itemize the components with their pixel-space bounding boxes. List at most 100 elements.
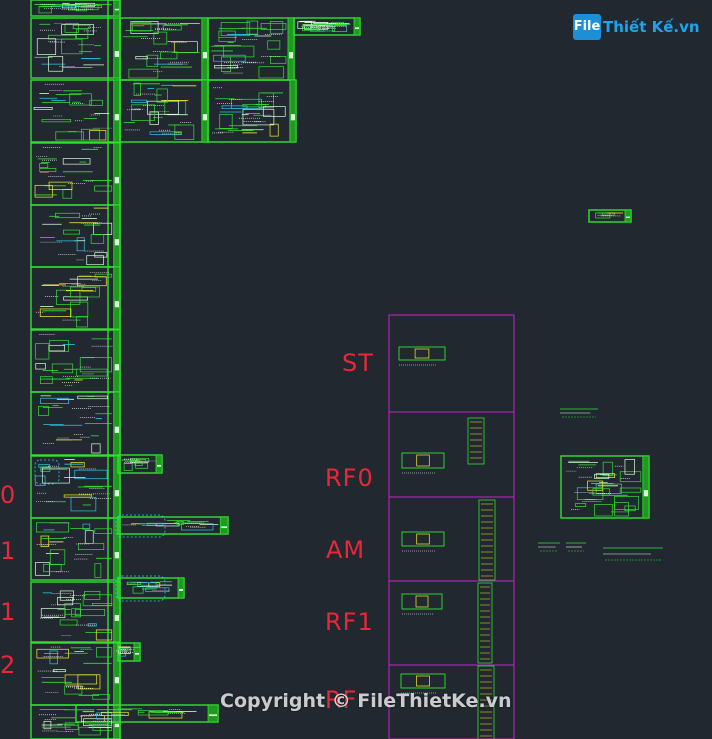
plan-core xyxy=(416,533,430,545)
detail-box xyxy=(146,54,159,67)
detail-box xyxy=(49,549,66,565)
title-block xyxy=(155,454,163,474)
detail-box xyxy=(70,496,97,512)
detail-box xyxy=(96,647,113,658)
detail-box xyxy=(76,237,85,252)
detail-box xyxy=(100,711,129,716)
detail-box xyxy=(624,459,635,475)
viewport-frame xyxy=(388,411,515,498)
detail-box xyxy=(131,104,155,121)
detail-box xyxy=(90,234,105,244)
detail-box xyxy=(61,24,94,35)
title-block-stamp xyxy=(626,216,630,218)
detail-box xyxy=(80,128,100,141)
detail-box xyxy=(130,99,147,103)
detail-box xyxy=(132,586,144,594)
detail-box xyxy=(33,107,53,110)
detail-box xyxy=(118,649,126,657)
detail-box xyxy=(74,469,108,480)
detail-box xyxy=(89,99,103,106)
detail-box xyxy=(40,376,53,384)
detail-box xyxy=(619,471,642,483)
detail-box xyxy=(43,720,52,730)
plan-outline xyxy=(401,593,443,610)
detail-box xyxy=(592,488,610,496)
section-strip xyxy=(477,582,493,664)
detail-box xyxy=(223,45,255,58)
detail-box xyxy=(176,521,185,525)
title-block-stamp xyxy=(643,490,648,497)
detail-box xyxy=(262,106,286,117)
detail-box xyxy=(74,609,106,617)
title-block xyxy=(133,642,141,662)
detail-box xyxy=(76,316,88,328)
sheet-label-st: ST xyxy=(342,349,374,377)
detail-box xyxy=(92,694,110,700)
detail-box xyxy=(77,543,105,551)
site-logo: File Thiết Kế.vn xyxy=(573,12,700,42)
detail-box xyxy=(619,487,642,493)
title-block-stamp xyxy=(114,490,119,497)
drawing-sheet xyxy=(30,266,121,330)
sheet-label-am: AM xyxy=(326,536,366,564)
drawing-sheet xyxy=(30,17,121,79)
detail-box xyxy=(34,184,53,198)
title-block xyxy=(113,517,121,581)
detail-box xyxy=(162,25,182,31)
detail-box xyxy=(614,502,629,517)
detail-box xyxy=(595,473,615,478)
detail-box xyxy=(614,496,639,510)
detail-box xyxy=(221,105,248,110)
logo-text: Thiết Kế.vn xyxy=(603,18,700,36)
detail-box xyxy=(82,523,91,530)
sheet-label-left-3: 1 xyxy=(0,598,17,626)
detail-box xyxy=(64,722,79,730)
detail-box xyxy=(35,363,46,370)
title-block xyxy=(113,329,121,393)
detail-box xyxy=(624,505,636,512)
revision-cloud xyxy=(34,459,60,485)
detail-box xyxy=(82,594,113,607)
title-block xyxy=(113,581,121,643)
detail-box xyxy=(246,20,259,35)
detail-box xyxy=(55,131,84,141)
detail-box xyxy=(164,100,187,115)
title-block xyxy=(201,17,209,81)
detail-box xyxy=(34,475,46,486)
detail-box xyxy=(242,108,275,126)
detail-box xyxy=(63,229,80,235)
drawing-sheet xyxy=(30,642,121,706)
viewport-frames xyxy=(388,314,515,739)
plan-outline xyxy=(400,673,446,689)
column-title-strip xyxy=(107,0,121,739)
detail-box xyxy=(76,368,108,377)
title-block xyxy=(113,204,121,268)
detail-box xyxy=(70,301,89,318)
detail-box xyxy=(258,92,274,109)
plan-core xyxy=(415,595,429,608)
detail-box xyxy=(39,308,72,317)
detail-box xyxy=(302,24,319,29)
detail-box xyxy=(48,344,66,352)
sheet-label-left-1: 0 xyxy=(0,481,17,509)
detail-box xyxy=(92,725,113,731)
detail-box xyxy=(62,158,91,165)
detail-box xyxy=(260,22,287,30)
detail-box xyxy=(81,287,97,292)
detail-box xyxy=(258,66,284,79)
detail-box xyxy=(149,131,182,135)
detail-box xyxy=(78,726,101,736)
sheet-label-left-4: 2 xyxy=(0,651,17,679)
detail-box xyxy=(36,38,57,55)
detail-box xyxy=(84,530,94,544)
detail-box xyxy=(94,252,108,258)
drawing-sheet xyxy=(30,204,121,268)
detail-box xyxy=(94,185,113,192)
title-block xyxy=(113,79,121,143)
plan-outline xyxy=(398,346,446,361)
detail-box xyxy=(94,528,113,534)
viewport-frame xyxy=(388,314,515,413)
title-block xyxy=(113,266,121,330)
drawing-sheet xyxy=(119,17,209,81)
